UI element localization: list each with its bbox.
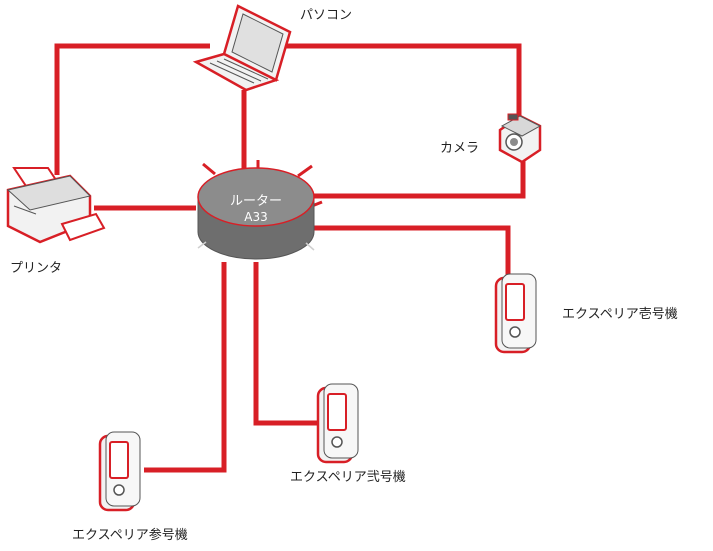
router-icon <box>197 160 323 260</box>
pc-label: パソコン <box>300 8 353 23</box>
phone3-label: エクスペリア参号機 <box>72 528 188 543</box>
printer-label: プリンタ <box>10 261 63 276</box>
link-router-phone3 <box>144 262 227 473</box>
phone1-label: エクスペリア壱号機 <box>562 307 678 322</box>
camera-label: カメラ <box>440 141 480 156</box>
router-label: ルーター <box>229 194 282 209</box>
router-sublabel: A33 <box>244 210 268 224</box>
phone-icon <box>98 431 141 512</box>
camera-icon <box>498 113 542 164</box>
phone-icon <box>316 383 359 464</box>
phone2-label: エクスペリア弐号機 <box>290 470 406 485</box>
link-pc-camera <box>285 43 522 118</box>
link-router-phone1 <box>314 225 511 278</box>
link-pc-printer <box>54 43 210 175</box>
connection-links <box>54 43 526 473</box>
printer-icon <box>6 167 106 244</box>
link-router-phone2 <box>253 262 320 426</box>
phone-icon <box>494 273 537 354</box>
laptop-icon <box>192 4 292 92</box>
link-router-camera <box>312 150 526 199</box>
